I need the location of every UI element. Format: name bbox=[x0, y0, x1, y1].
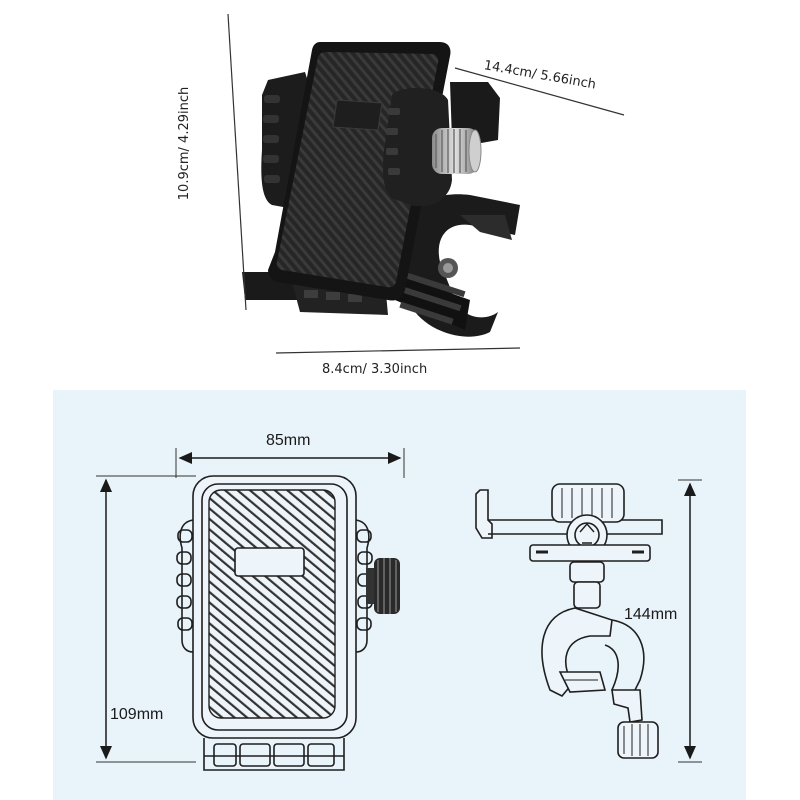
front-view bbox=[176, 475, 373, 771]
front-width-dimension bbox=[175, 448, 405, 478]
side-view bbox=[475, 483, 663, 759]
width-dimension-line bbox=[275, 347, 521, 354]
width-dimension-label: 8.4cm/ 3.30inch bbox=[322, 362, 428, 377]
side-height-dimension bbox=[678, 479, 702, 763]
height-dimension-line bbox=[227, 13, 247, 311]
adjustment-knob-icon bbox=[432, 128, 482, 174]
front-height-label: 109mm bbox=[110, 706, 164, 723]
side-height-label: 144mm bbox=[624, 606, 678, 623]
handlebar-clamp bbox=[395, 194, 520, 337]
front-height-dimension bbox=[96, 475, 196, 763]
front-knob-icon bbox=[366, 558, 400, 614]
front-width-label: 85mm bbox=[266, 432, 311, 449]
depth-dimension-line bbox=[454, 67, 625, 116]
